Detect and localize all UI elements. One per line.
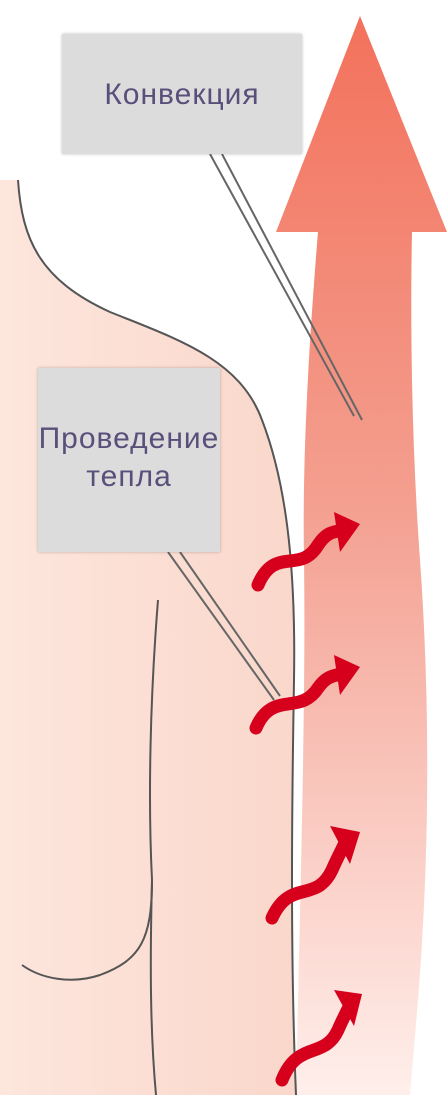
conduction-label-line2: тепла bbox=[38, 460, 220, 494]
convection-label-box: Конвекция bbox=[62, 34, 302, 154]
conduction-label-box: Проведение тепла bbox=[38, 368, 220, 552]
conduction-label-line1: Проведение bbox=[38, 422, 220, 456]
convection-label: Конвекция bbox=[62, 78, 302, 112]
body-silhouette bbox=[0, 180, 296, 1095]
